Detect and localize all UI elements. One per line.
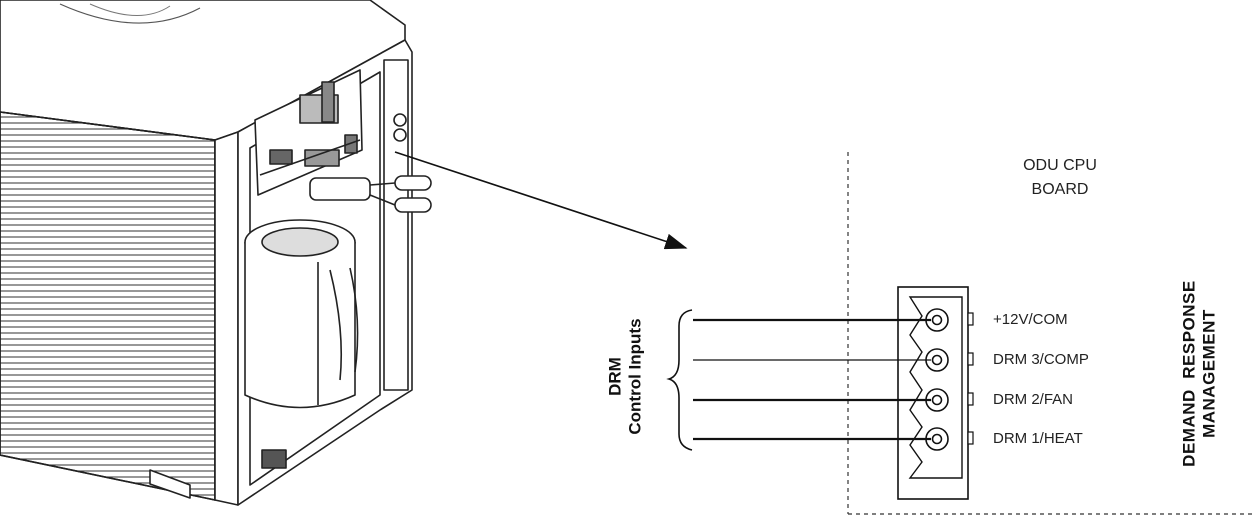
terminal-block xyxy=(897,286,974,500)
drm-label-line2: Control Inputs xyxy=(625,318,644,435)
demand-response-management-label: DEMAND RESPONSE MANAGEMENT xyxy=(1179,244,1218,504)
terminal-label-drm3-comp: DRM 3/COMP xyxy=(993,351,1089,368)
input-brace xyxy=(666,309,693,451)
dr-label-line2: MANAGEMENT xyxy=(1199,309,1218,438)
drm-control-inputs-label: DRM Control Inputs xyxy=(605,297,644,457)
unit-left-side xyxy=(0,111,216,501)
board-boundary xyxy=(847,152,1254,515)
control-board xyxy=(254,69,363,196)
unit-corner-post xyxy=(214,131,239,506)
terminal-label-12v-com: +12V/COM xyxy=(993,311,1068,328)
compressor xyxy=(244,219,359,409)
board-label-line1: ODU CPU xyxy=(1023,157,1097,174)
refrigerant-piping xyxy=(309,175,432,213)
outdoor-unit-illustration xyxy=(0,0,432,506)
terminal-label-drm1-heat: DRM 1/HEAT xyxy=(993,430,1083,447)
board-label-line2: BOARD xyxy=(1031,181,1089,198)
terminal-1-screw xyxy=(925,308,949,332)
dr-label-line1: DEMAND RESPONSE xyxy=(1179,280,1199,467)
drm-label-line1: DRM xyxy=(605,357,625,396)
input-wires xyxy=(693,318,931,441)
pointer-arrow xyxy=(394,151,688,250)
terminal-label-drm2-fan: DRM 2/FAN xyxy=(993,391,1074,408)
